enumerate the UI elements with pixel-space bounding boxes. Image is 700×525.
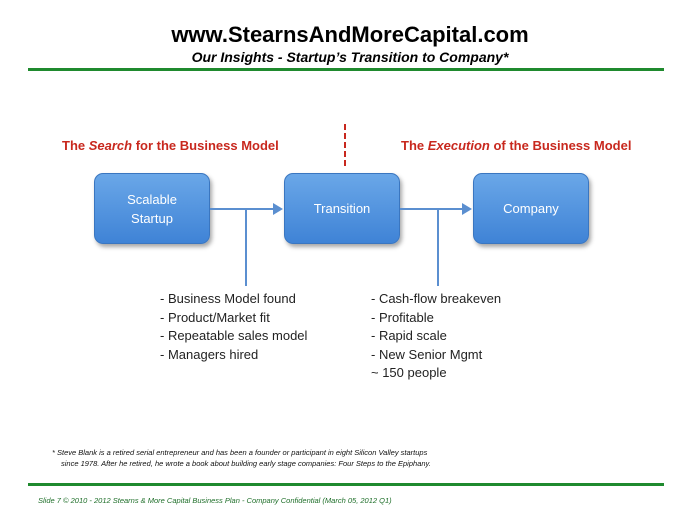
execution-heading-post: of the Business Model: [489, 138, 632, 153]
transition-to-company-arrowhead: [462, 203, 472, 215]
list-item: - Product/Market fit: [160, 309, 270, 325]
company-box: Company: [473, 173, 589, 244]
slide-footer: Slide 7 © 2010 - 2012 Stearns & More Cap…: [38, 496, 392, 505]
transition-label: Transition: [313, 201, 371, 216]
list-item: - Business Model found: [160, 291, 296, 306]
top-divider-rule: [28, 68, 664, 71]
startup-to-transition-arrow-line: [210, 208, 274, 210]
list-item: - Repeatable sales model: [160, 328, 308, 343]
search-criteria-connector: [245, 209, 247, 286]
slide-subtitle: Our Insights - Startup’s Transition to C…: [191, 49, 509, 65]
execution-heading: The Execution of the Business Model: [401, 138, 631, 154]
search-heading-post: for the Business Model: [132, 138, 279, 153]
bottom-divider-rule: [28, 483, 664, 486]
transition-to-company-arrow-line: [400, 208, 463, 210]
list-item: - Profitable: [371, 309, 434, 325]
footnote-line2: since 1978. After he retired, he wrote a…: [61, 459, 431, 468]
footnote: * Steve Blank is a retired serial entrep…: [52, 447, 652, 469]
execution-criteria-connector: [437, 209, 439, 286]
company-label: Company: [503, 201, 559, 216]
list-item: - Cash-flow breakeven: [371, 291, 502, 306]
scalable-startup-box: Scalable Startup: [94, 173, 210, 244]
list-item: - Managers hired: [160, 346, 259, 362]
scalable-startup-line1: Scalable: [127, 191, 177, 207]
execution-heading-emphasis: Execution: [427, 138, 490, 153]
site-title: www.StearnsAndMoreCapital.com: [171, 22, 529, 47]
execution-heading-pre: The: [401, 138, 428, 153]
search-criteria-list: - Business Model found - Product/Market …: [160, 290, 307, 364]
scalable-startup-line2: Startup: [131, 210, 173, 226]
search-heading-emphasis: Search: [88, 138, 133, 153]
list-item: - New Senior Mgmt: [371, 346, 483, 362]
search-heading-pre: The: [62, 138, 89, 153]
list-item: ~ 150 people: [371, 365, 447, 380]
footnote-line1: * Steve Blank is a retired serial entrep…: [52, 448, 428, 457]
startup-to-transition-arrowhead: [273, 203, 283, 215]
phase-divider: [344, 124, 346, 166]
search-heading: The Search for the Business Model: [62, 138, 279, 154]
transition-box: Transition: [284, 173, 400, 244]
execution-criteria-list: - Cash-flow breakeven - Profitable - Rap…: [371, 290, 501, 383]
list-item: - Rapid scale: [371, 328, 447, 343]
